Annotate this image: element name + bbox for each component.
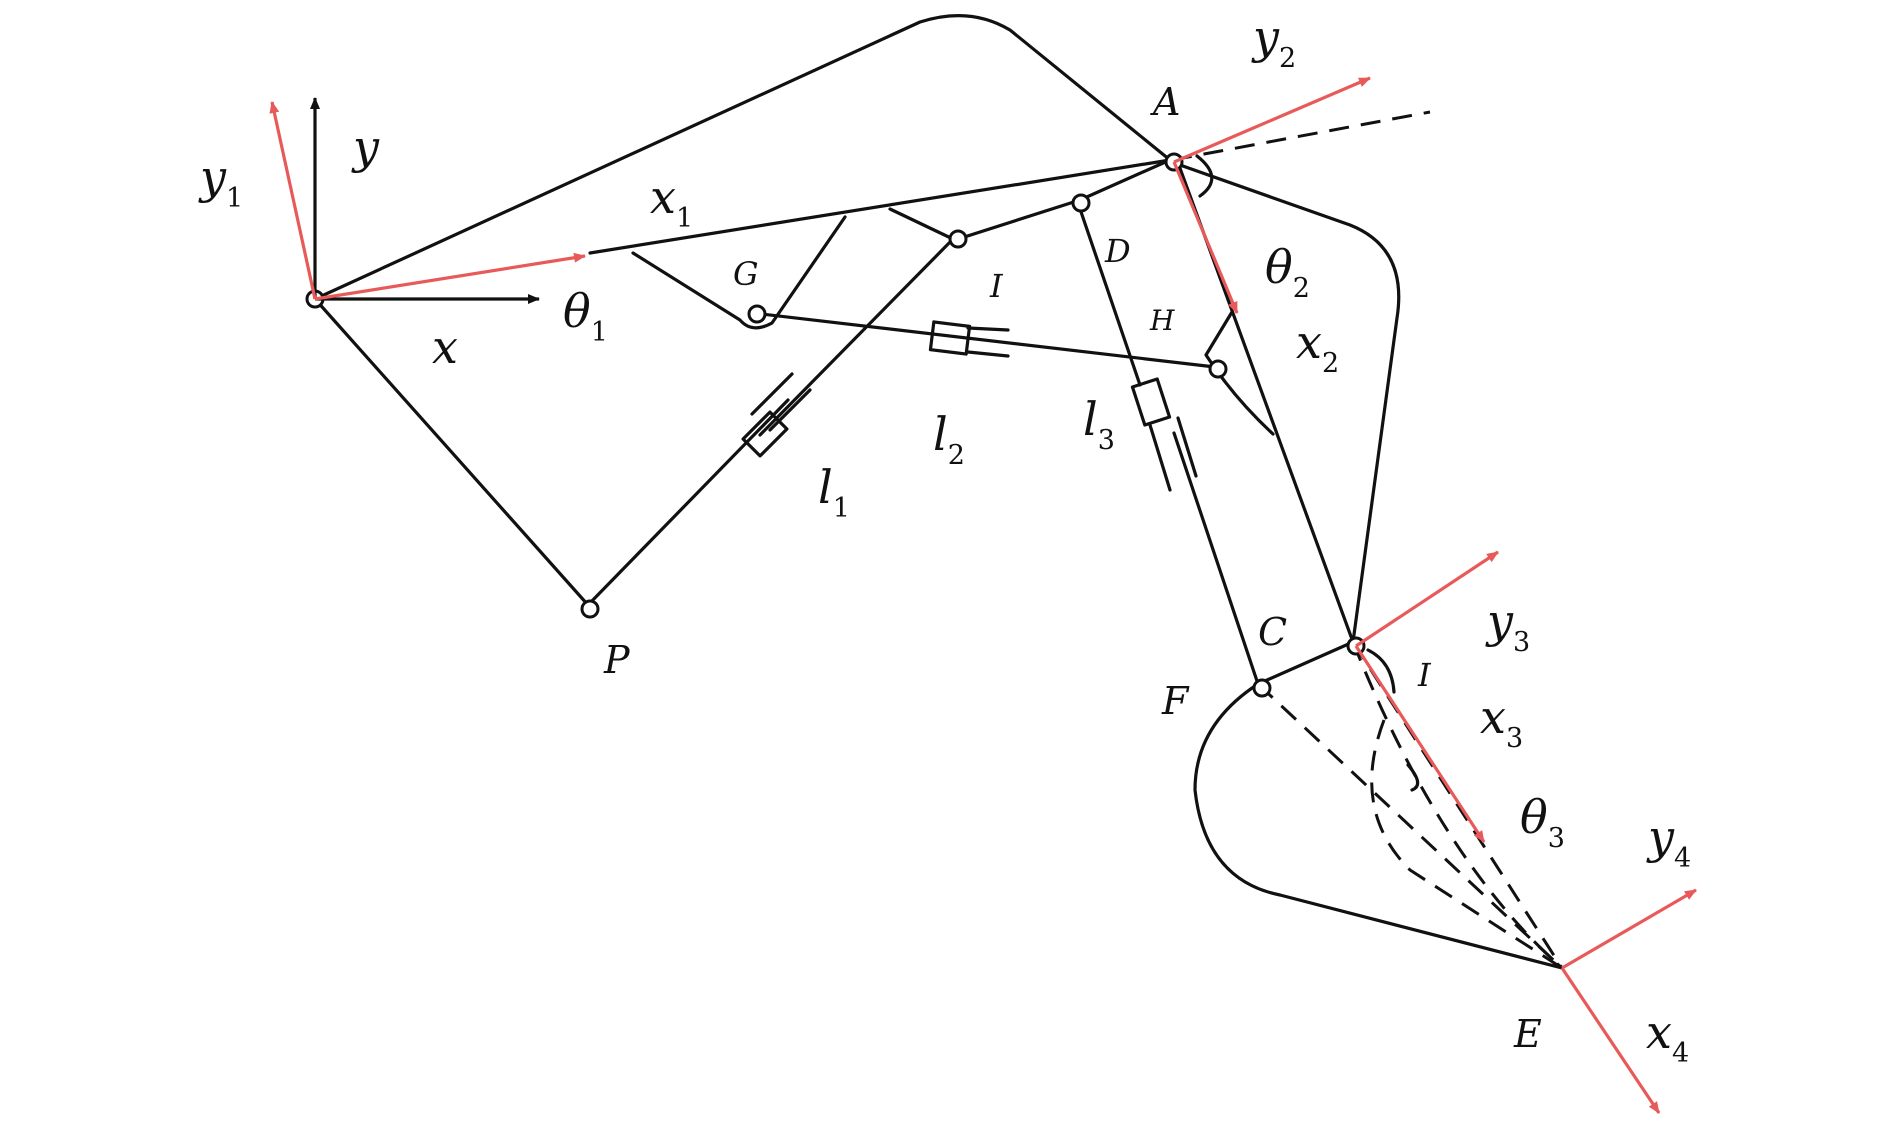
label-theta2: θ2 <box>1265 240 1310 304</box>
label-D: D <box>1104 232 1131 270</box>
label-A: A <box>1150 80 1180 124</box>
label-x4: x4 <box>1646 1005 1689 1069</box>
label-l2: l2 <box>933 407 965 471</box>
label-x2: x2 <box>1296 315 1339 379</box>
cylinder-labels: l1 l2 l3 <box>818 392 1115 524</box>
axis-labels: x y x1 y1 y2 x2 y3 x3 y4 x4 <box>198 10 1691 1069</box>
label-y1: y1 <box>198 150 243 214</box>
label-theta1: θ1 <box>563 284 608 348</box>
label-I-upper: I <box>989 267 1004 305</box>
label-y2: y2 <box>1251 10 1296 74</box>
label-l3: l3 <box>1083 392 1115 456</box>
label-E: E <box>1513 1012 1542 1056</box>
frame-0-axes <box>310 97 540 304</box>
joint-P <box>580 599 600 619</box>
point-labels: A D G I H P C F I E <box>603 80 1542 1056</box>
joint-D <box>1071 193 1091 213</box>
label-y4: y4 <box>1646 810 1691 874</box>
boom-body <box>313 14 1172 607</box>
label-I-lower: I <box>1417 656 1432 694</box>
joint-F <box>1252 678 1272 698</box>
frame-3-axes <box>1354 550 1499 843</box>
label-H: H <box>1149 304 1175 337</box>
label-C: C <box>1258 610 1287 654</box>
label-x3: x3 <box>1480 690 1523 754</box>
label-x: x <box>432 320 458 374</box>
frame-2-axes <box>1172 76 1371 314</box>
label-l1: l1 <box>818 460 850 524</box>
joint-G <box>747 304 767 324</box>
label-y: y <box>351 120 380 174</box>
label-theta3: θ3 <box>1520 790 1565 854</box>
angle-labels: θ1 θ2 θ3 <box>563 240 1565 854</box>
joint-I-upper <box>948 229 968 249</box>
label-G: G <box>733 255 759 293</box>
joint-H <box>1208 359 1228 379</box>
label-x1: x1 <box>650 170 693 234</box>
boom-cylinder-l1 <box>741 235 957 458</box>
label-F: F <box>1161 679 1190 723</box>
label-P: P <box>603 638 631 682</box>
frame-1-axes <box>269 101 586 301</box>
label-y3: y3 <box>1485 594 1530 658</box>
joints <box>305 152 1366 698</box>
arm-cylinder-l2 <box>751 311 1217 369</box>
angle-arcs <box>1195 154 1420 792</box>
frame-4-axes <box>1560 888 1697 1114</box>
